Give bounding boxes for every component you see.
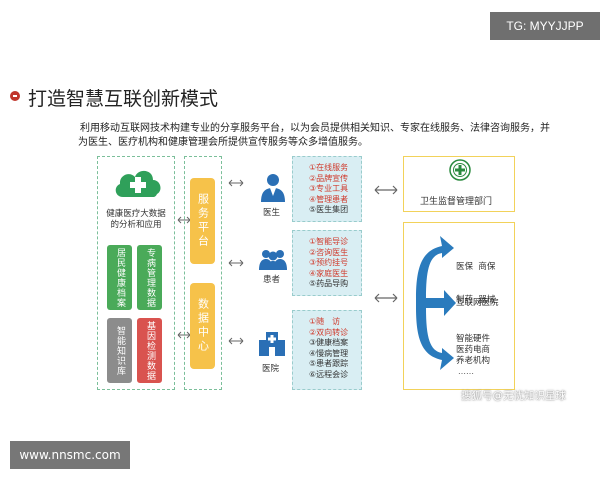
service-item: ③专业工具: [309, 184, 349, 193]
target-internet-hospital: 互联网医院: [456, 298, 499, 308]
double-arrow-icon: [228, 179, 244, 187]
tg-badge: TG: MYYJJPP: [490, 12, 600, 40]
service-item: ④慢病管理: [309, 348, 349, 358]
service-item: ④管理患者: [309, 194, 349, 204]
double-arrow-icon: [374, 185, 398, 195]
hospital-services-box: ①随 访 ②双向转诊 ③健康档案 ④慢病管理 ⑤患者跟踪 ⑥远程会诊: [292, 310, 362, 390]
module-resident-health-records: 居民健康档案: [107, 245, 132, 310]
title-bullet-icon: [10, 91, 20, 101]
service-item: ⑤医生集团: [309, 205, 349, 214]
module-genetic-testing-data: 基因检测数据: [137, 318, 162, 383]
target-insurance-pharma: 医保 商保 制药 器械: [456, 262, 496, 305]
service-item: ②双向转诊: [309, 327, 349, 337]
service-item: ⑤药品导购: [309, 279, 349, 288]
description-line-2: 为医生、医疗机构和健康管理会所提供宣传服务等众多增值服务。: [78, 137, 368, 148]
role-label-doctor: 医生: [263, 208, 281, 218]
patients-icon: [259, 250, 287, 270]
service-item: ③预约挂号: [309, 258, 349, 267]
big-data-panel: [97, 156, 175, 390]
module-intelligent-knowledge-base: 智能知识库: [107, 318, 132, 383]
branch-arrows-icon: [416, 236, 456, 370]
service-item: ②咨询医生: [309, 247, 349, 257]
big-data-caption: 健康医疗大数据 的分析和应用: [106, 209, 166, 230]
service-item: ⑤患者跟踪: [309, 359, 349, 368]
double-arrow-icon: [374, 293, 398, 303]
targets-box: [403, 222, 515, 390]
sohu-watermark: 搜狐号@无忧知识星球: [461, 390, 566, 402]
description-line-1: 利用移动互联网技术构建专业的分享服务平台，以为会员提供相关知识、专家在线服务、法…: [80, 123, 550, 134]
data-center-bar: 数据中心: [190, 283, 215, 369]
site-url-banner: www.nnsmc.com: [10, 441, 130, 469]
service-item: ①智能导诊: [309, 237, 349, 246]
service-item: ③健康档案: [309, 338, 349, 347]
doctor-icon: [261, 174, 285, 202]
double-arrow-icon: [228, 337, 244, 345]
target-ellipsis: ……: [458, 367, 474, 376]
doctor-services-box: ①在线服务 ②品牌宣传 ③专业工具 ④管理患者 ⑤医生集团: [292, 156, 362, 222]
target-smart-hardware: 智能硬件 医药电商 养老机构: [456, 334, 491, 366]
role-label-hospital: 医院: [262, 364, 280, 374]
service-item: ①随 访: [309, 317, 341, 326]
hospital-icon: [259, 332, 285, 356]
health-emblem-icon: [449, 159, 471, 181]
double-arrow-icon: [228, 259, 244, 267]
regulator-box: [403, 156, 515, 212]
description: 利用移动互联网技术构建专业的分享服务平台，以为会员提供相关知识、专家在线服务、法…: [78, 122, 550, 150]
platform-panel: [184, 156, 222, 390]
service-platform-bar: 服务平台: [190, 178, 215, 264]
cloud-plus-icon: [115, 170, 161, 197]
role-label-patient: 患者: [263, 275, 281, 285]
service-item: ④家庭医生: [309, 268, 349, 278]
service-item: ⑥远程会诊: [309, 369, 349, 379]
patient-services-box: ①智能导诊 ②咨询医生 ③预约挂号 ④家庭医生 ⑤药品导购: [292, 230, 362, 296]
service-item: ②品牌宣传: [309, 173, 349, 183]
service-item: ①在线服务: [309, 163, 349, 172]
module-disease-management-data: 专病管理数据: [137, 245, 162, 310]
page-title: 打造智慧互联创新模式: [28, 88, 219, 110]
regulator-label: 卫生监督管理部门: [420, 197, 493, 207]
